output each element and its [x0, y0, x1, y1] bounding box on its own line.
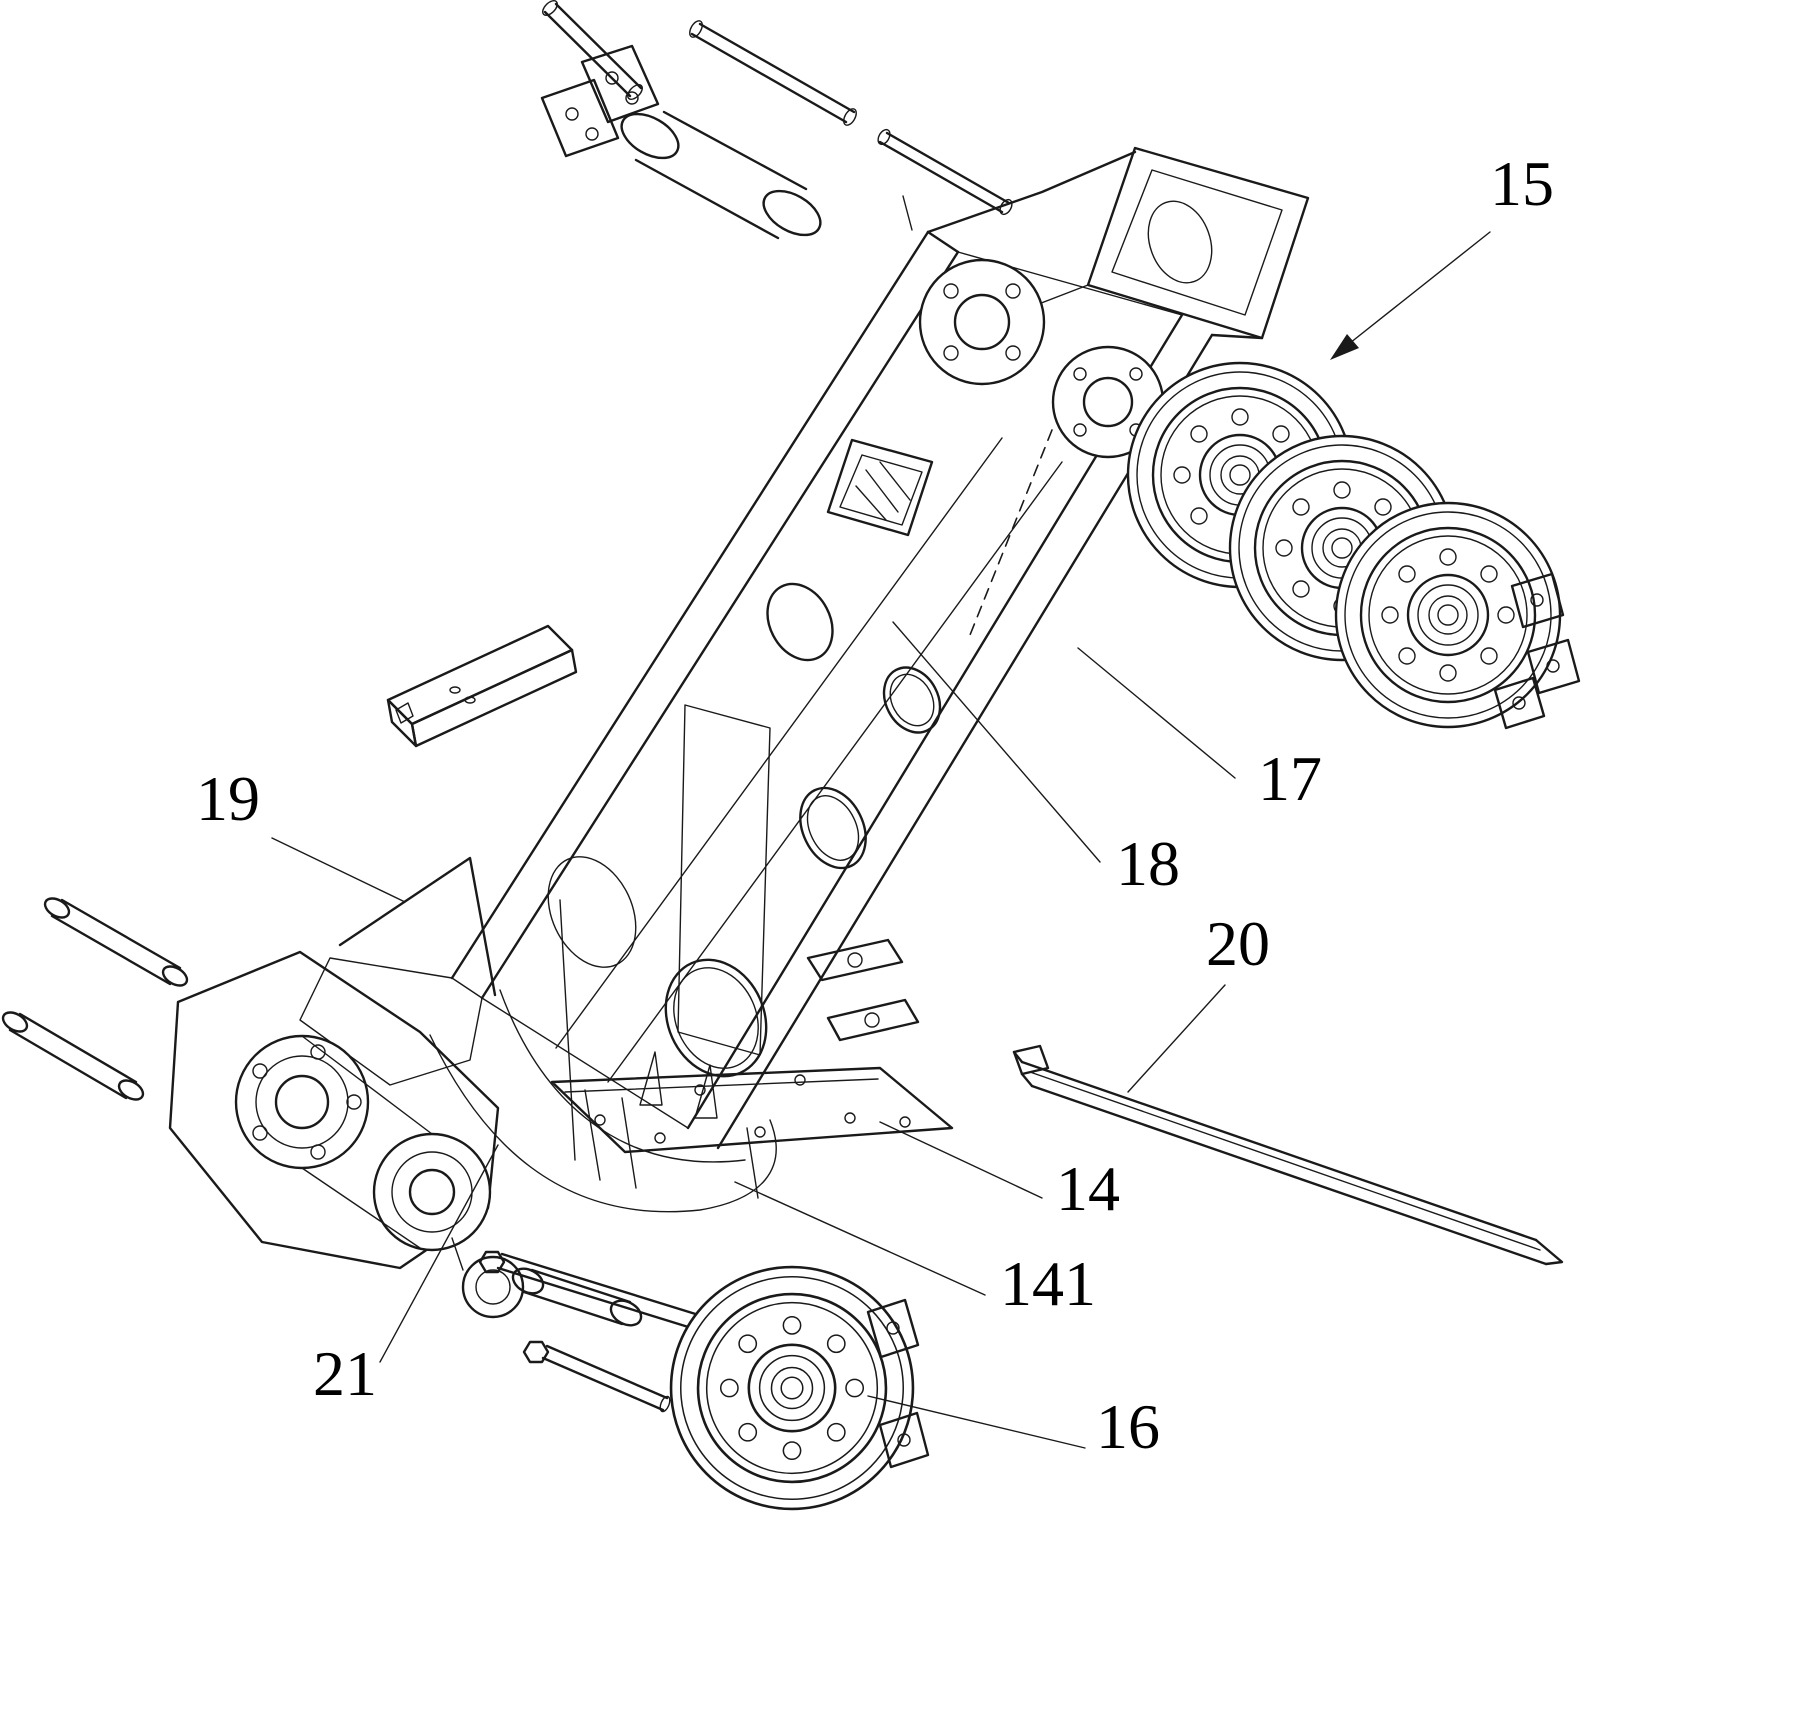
small-pin-tubes	[1, 897, 189, 1101]
reference-annotations: 15 17 18 19 20 14 141 21 16	[196, 148, 1554, 1462]
pin-and-cylinder-parts	[540, 0, 1013, 240]
bolt-head-1	[478, 1250, 506, 1274]
web-hole-1	[766, 582, 834, 662]
boom-frame-assembly	[168, 146, 1310, 1270]
leader-line-15	[1349, 231, 1491, 344]
part-label-16: 16	[1096, 1391, 1160, 1462]
part-label-15: 15	[1490, 148, 1554, 219]
part-label-141: 141	[1000, 1248, 1096, 1319]
part-label-19: 19	[196, 763, 260, 834]
bolt-head-2	[522, 1340, 550, 1364]
part-label-14: 14	[1056, 1153, 1120, 1224]
long-tube-bar	[1012, 1044, 1564, 1266]
head-frame-hole	[1147, 200, 1213, 284]
socket-opening	[826, 438, 934, 537]
web-hole-large	[664, 958, 768, 1078]
leader-line-21	[379, 1144, 499, 1363]
leader-line-20	[1127, 984, 1226, 1093]
leader-line-14	[879, 1121, 1043, 1199]
pin-bracket-2	[540, 78, 620, 158]
mount-tab-1	[806, 938, 904, 982]
part-label-21: 21	[313, 1338, 377, 1409]
leader-line-141	[734, 1181, 986, 1296]
head-pulley-set	[1126, 361, 1581, 730]
pin-bracket-1	[580, 44, 660, 124]
square-tube-spacer	[386, 624, 578, 748]
left-chord	[450, 230, 930, 980]
axle-bolt-parts	[451, 1237, 706, 1413]
cylinder-body	[634, 110, 808, 240]
leader-line-16	[867, 1395, 1086, 1449]
idler-tab-1	[866, 1298, 920, 1359]
part-label-17: 17	[1258, 743, 1322, 814]
axle-eye	[461, 1255, 525, 1319]
side-gusset-plate	[338, 856, 497, 997]
pulley-tab-3	[1493, 676, 1546, 730]
part-label-18: 18	[1116, 828, 1180, 899]
part-label-20: 20	[1206, 908, 1270, 979]
leader-line-17	[1077, 647, 1236, 779]
arrowhead-15	[1330, 334, 1359, 360]
leader-line-19	[271, 837, 406, 903]
pulley-tab-1	[1510, 572, 1565, 629]
base-plate	[550, 1066, 954, 1154]
idler-tab-2	[878, 1411, 930, 1469]
boom-head-frame	[1086, 146, 1310, 340]
idler-pulley	[669, 1265, 930, 1511]
mount-tab-2	[826, 998, 920, 1042]
hidden-edge-dashed	[967, 429, 1053, 641]
pulley-tab-2	[1526, 638, 1581, 695]
upper-pivot-plate	[918, 258, 1046, 386]
leader-line-18	[892, 621, 1101, 863]
